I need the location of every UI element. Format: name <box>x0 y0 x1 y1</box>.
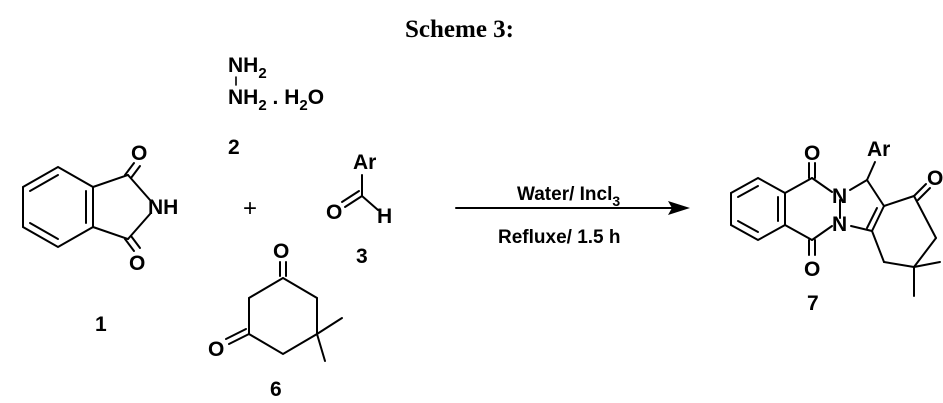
product-ar: Ar <box>867 138 890 161</box>
aldehyde-ar: Ar <box>353 151 376 174</box>
arrow-head <box>668 201 690 215</box>
condition-reflux: Refluxe/ 1.5 h <box>498 227 621 248</box>
aryl-aldehyde: Ar O H 3 <box>326 151 392 268</box>
phthalimide-o-bottom: O <box>129 252 145 275</box>
phthalimide: O O NH 1 <box>22 142 178 336</box>
aldehyde-o: O <box>326 201 342 224</box>
dimedone: O O 6 <box>208 240 343 401</box>
compound-number-1: 1 <box>95 313 107 336</box>
hydrazine-hydrate: NH2 NH2 . H2O 2 <box>228 54 324 159</box>
product-o-top: O <box>804 142 820 165</box>
product-n1: N <box>832 185 847 208</box>
phthalimide-o-top: O <box>131 142 147 165</box>
plus-sign: + <box>243 195 257 222</box>
scheme-title: Scheme 3: <box>405 16 514 43</box>
hydrazine-nh2-bottom: NH2 . H2O <box>228 86 324 114</box>
compound-number-7: 7 <box>807 292 819 315</box>
reaction-arrow: Water/ Incl3 Refluxe/ 1.5 h <box>455 184 690 248</box>
aldehyde-h: H <box>377 205 392 228</box>
product-n2: N <box>832 213 847 236</box>
product-o-bottom: O <box>804 258 820 281</box>
product-benzene <box>730 176 786 242</box>
dimedone-o-left: O <box>208 338 224 361</box>
compound-number-2: 2 <box>228 136 240 159</box>
hydrazine-nh2-top: NH2 <box>228 54 267 82</box>
compound-number-3: 3 <box>356 245 368 268</box>
phthalimide-nh: NH <box>148 196 178 219</box>
benzene-ring <box>22 165 94 249</box>
dimedone-o-top: O <box>273 240 289 263</box>
condition-catalyst: Water/ Incl3 <box>517 184 620 209</box>
compound-number-6: 6 <box>270 378 282 401</box>
product-o-right: O <box>927 167 943 190</box>
product-7: O O N N Ar O 7 <box>730 138 943 315</box>
cyclohexane-ring <box>248 277 318 356</box>
